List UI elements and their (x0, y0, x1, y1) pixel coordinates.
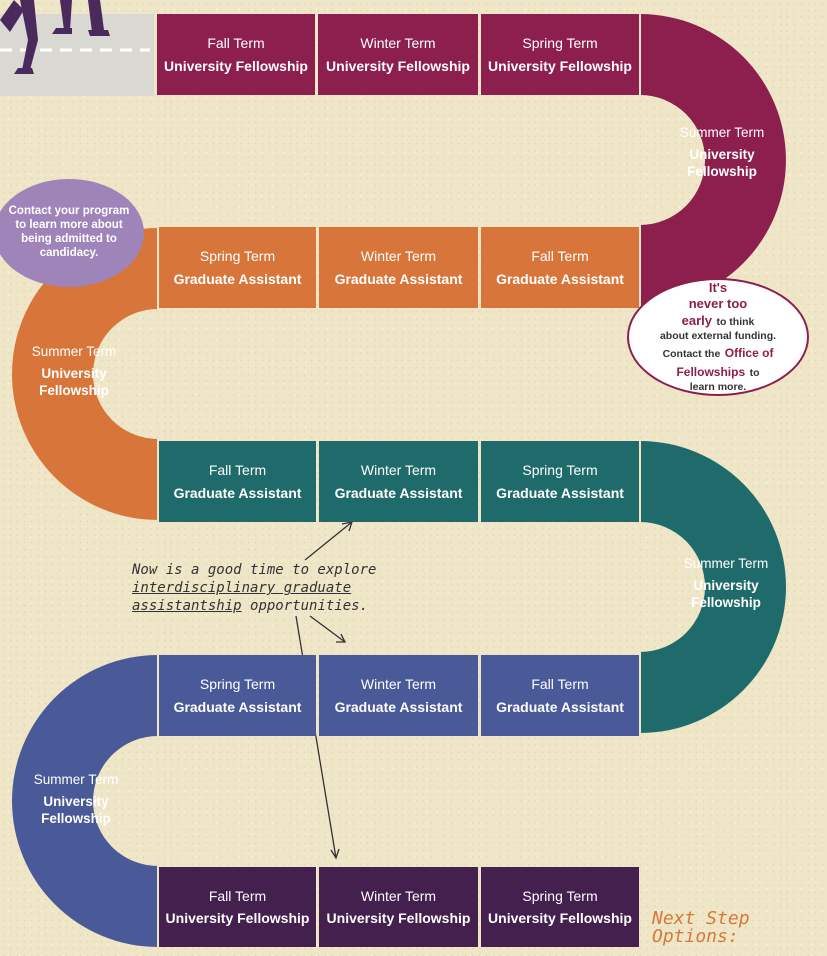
tile-row2-spring: Spring Term Graduate Assistant (159, 227, 316, 308)
tile-row4-fall: Fall Term Graduate Assistant (481, 655, 639, 736)
note-line5: Contact the (662, 348, 721, 360)
tile-row2-winter: Winter Term Graduate Assistant (319, 227, 478, 308)
tile-term: Winter Term (360, 35, 436, 52)
curve-summer-4 (12, 655, 158, 947)
curve-role: University Fellowship (39, 365, 109, 399)
note-line4: about external funding. (659, 330, 777, 343)
tile-role: University Fellowship (164, 57, 308, 74)
next-step-options: Next Step Options: (652, 908, 750, 947)
tile-role: Graduate Assistant (334, 270, 463, 287)
tile-term: Fall Term (208, 462, 267, 479)
note-office: Office of Fellowships (676, 346, 774, 380)
walking-figure-icon (0, 0, 110, 74)
tile-term: Spring Term (199, 676, 276, 693)
tile-row1-fall: Fall Term University Fellowship (157, 14, 315, 95)
candidacy-bubble: Contact your program to learn more about… (0, 179, 144, 287)
curve-label-summer-2: Summer Term University Fellowship (14, 343, 134, 400)
tile-row5-winter: Winter Term University Fellowship (319, 867, 478, 947)
curve-role: University Fellowship (687, 146, 757, 180)
hand-note-rest: opportunities. (250, 598, 369, 615)
tile-role: Graduate Assistant (496, 484, 624, 501)
note-line3-rest: to think (716, 316, 755, 329)
curve-summer-1 (640, 14, 786, 306)
tile-row5-fall: Fall Term University Fellowship (159, 867, 316, 947)
curve-summer-3 (640, 441, 786, 733)
tile-row3-spring: Spring Term Graduate Assistant (481, 441, 639, 522)
tile-role: University Fellowship (488, 910, 632, 926)
tile-role: Graduate Assistant (334, 698, 463, 715)
tile-row3-winter: Winter Term Graduate Assistant (319, 441, 478, 522)
curve-summer-2 (12, 228, 158, 520)
hand-note-line1: Now is a good time to explore (132, 562, 377, 578)
tile-role: Graduate Assistant (496, 698, 624, 715)
tile-role: Graduate Assistant (334, 484, 463, 501)
tile-row4-winter: Winter Term Graduate Assistant (319, 655, 478, 736)
curve-term: Summer Term (31, 344, 117, 359)
hand-note-link[interactable]: interdisciplinary graduate assistantship (132, 580, 352, 615)
tile-term: Winter Term (360, 887, 437, 904)
tile-row3-fall: Fall Term Graduate Assistant (159, 441, 316, 522)
curve-role: University Fellowship (691, 577, 761, 611)
road (0, 14, 154, 96)
curve-term: Summer Term (33, 772, 119, 787)
tile-row5-spring: Spring Term University Fellowship (481, 867, 639, 947)
curve-label-summer-1: Summer Term University Fellowship (662, 124, 782, 181)
tile-role: Graduate Assistant (173, 270, 302, 287)
tile-row2-fall: Fall Term Graduate Assistant (481, 227, 639, 308)
curve-role: University Fellowship (41, 793, 111, 827)
funding-note-bubble: It's never too early to think about exte… (627, 278, 809, 396)
tile-term: Winter Term (360, 676, 437, 693)
candidacy-bubble-text: Contact your program to learn more about… (8, 205, 130, 259)
tile-term: Fall Term (207, 35, 265, 52)
tile-term: Spring Term (199, 248, 276, 265)
curve-label-summer-4: Summer Term University Fellowship (16, 771, 136, 828)
note-line6-rest: to (749, 367, 760, 380)
curve-label-summer-3: Summer Term University Fellowship (666, 555, 786, 612)
tile-row4-spring: Spring Term Graduate Assistant (159, 655, 316, 736)
curve-term: Summer Term (679, 125, 765, 140)
tile-term: Winter Term (360, 248, 437, 265)
tile-term: Fall Term (531, 676, 589, 693)
tile-role: University Fellowship (326, 910, 471, 926)
note-line7: learn more. (689, 381, 747, 394)
tile-term: Spring Term (522, 462, 598, 479)
tile-role: Graduate Assistant (496, 270, 624, 287)
tile-role: University Fellowship (165, 910, 310, 926)
tile-term: Winter Term (360, 462, 437, 479)
tile-role: University Fellowship (488, 57, 632, 74)
tile-term: Fall Term (531, 248, 589, 265)
tile-term: Spring Term (522, 35, 598, 52)
tile-row1-winter: Winter Term University Fellowship (318, 14, 478, 95)
note-line1: It's (708, 280, 728, 296)
assistantship-note: Now is a good time to explore interdisci… (132, 561, 432, 616)
tile-role: Graduate Assistant (173, 484, 302, 501)
tile-role: University Fellowship (326, 57, 470, 74)
curve-term: Summer Term (683, 556, 769, 571)
tile-term: Fall Term (208, 887, 267, 904)
note-line2: never too (688, 295, 748, 311)
tile-role: Graduate Assistant (173, 698, 302, 715)
tile-term: Spring Term (522, 887, 598, 904)
note-line3: early (681, 313, 712, 329)
tile-row1-spring: Spring Term University Fellowship (481, 14, 639, 95)
